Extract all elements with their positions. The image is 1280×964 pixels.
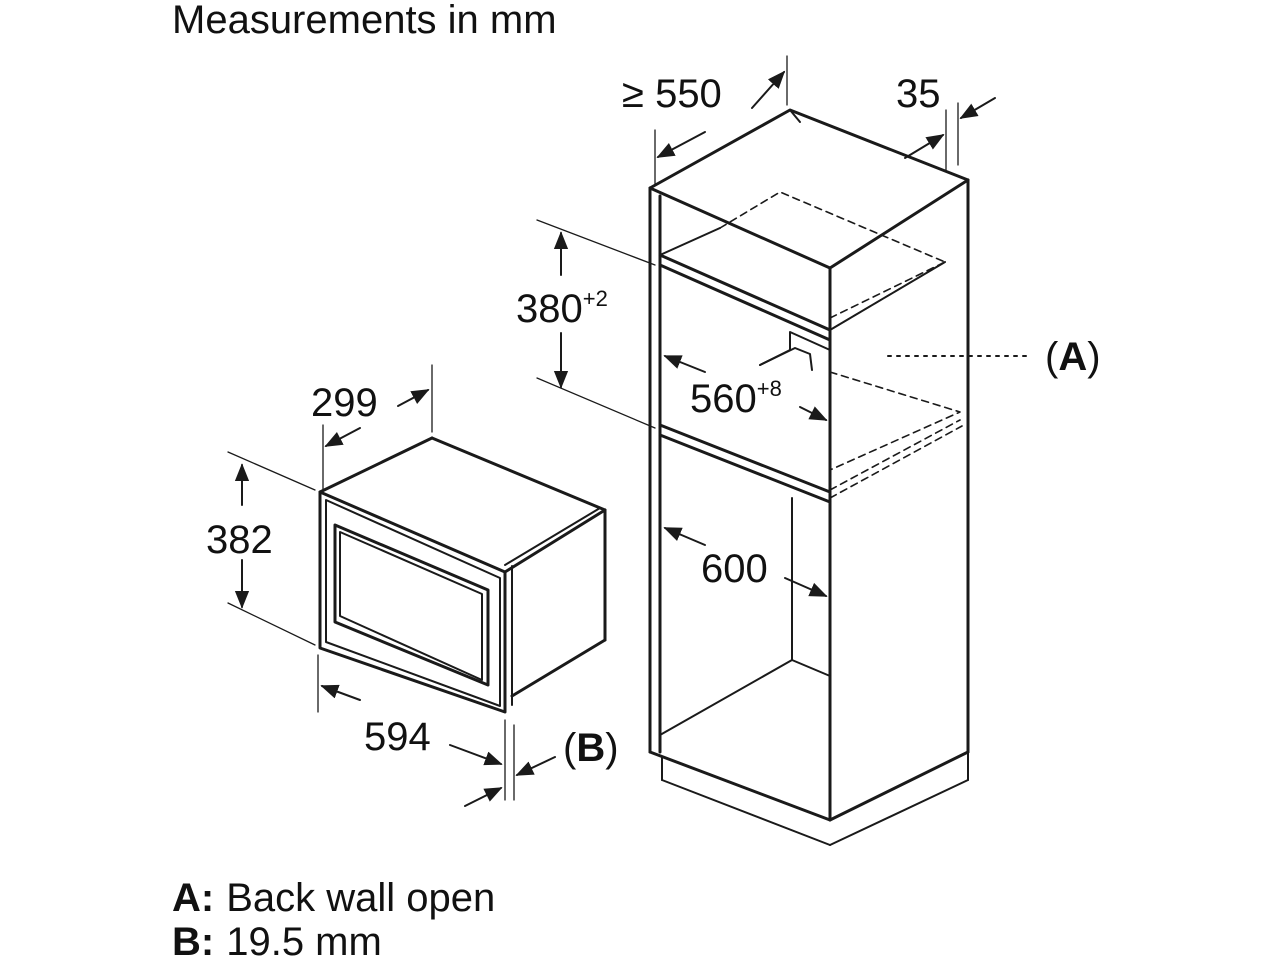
plinth-front: [661, 779, 831, 846]
label-niche-width: 560+8: [690, 376, 782, 421]
label-cabinet-depth: ≥ 550: [622, 72, 722, 116]
niche-width-tolerance: +8: [756, 376, 782, 401]
dim-appliance-width: [317, 654, 506, 801]
appliance: [318, 436, 607, 714]
niche-height-value: 380: [516, 287, 583, 331]
page-title: Measurements in mm: [172, 0, 557, 42]
cabinet-top-right-edge: [828, 178, 970, 270]
legend-a: A:Back wall open: [172, 878, 495, 918]
appliance-top-right: [503, 508, 607, 574]
appliance-top-back: [430, 436, 607, 512]
dim-top-gap: [904, 97, 996, 171]
dim-cabinet-depth: [654, 55, 788, 186]
appliance-top-left: [318, 436, 434, 494]
cabinet-top-left-edge: [648, 186, 832, 270]
dashed-open-mid2: [829, 261, 946, 319]
tag-a-letter: A: [1058, 335, 1088, 379]
upper-shelf-front-2: [658, 263, 832, 342]
label-appliance-depth: 299: [311, 381, 378, 425]
appliance-window-inner: [339, 531, 483, 681]
plinth-right: [829, 779, 969, 846]
legend-b-text: 19.5 mm: [226, 920, 382, 964]
middle-shelf-front: [658, 423, 832, 494]
lower-floor-right: [791, 659, 831, 677]
tag-a: (A): [1045, 335, 1101, 379]
tag-b: (B): [563, 726, 619, 770]
upper-shelf-back: [659, 227, 721, 256]
label-appliance-width: 594: [364, 715, 431, 759]
tag-b-letter: B: [576, 726, 606, 770]
label-appliance-height: 382: [206, 518, 273, 562]
niche-width-value: 560: [690, 377, 757, 421]
legend-b-key: B:: [172, 920, 215, 964]
label-niche-height: 380+2: [516, 286, 608, 331]
label-cabinet-inner-width: 600: [701, 547, 768, 591]
appliance-front: [318, 490, 507, 714]
dim-niche-width: [663, 355, 828, 421]
legend-b: B:19.5 mm: [172, 922, 382, 962]
label-top-gap: 35: [896, 72, 941, 116]
dim-b-offset: [464, 724, 556, 807]
appliance-front-inner: [325, 499, 501, 707]
lower-floor-back: [659, 659, 793, 736]
cabinet-bottom-front: [648, 750, 832, 822]
dim-appliance-depth: [322, 364, 433, 491]
cabinet-top-back: [789, 109, 801, 123]
niche-back-step-2: [759, 347, 813, 371]
dashed-open-low-1: [829, 419, 961, 491]
dim-niche-height: [536, 219, 656, 429]
niche-height-tolerance: +2: [582, 286, 608, 311]
legend-a-text: Back wall open: [226, 876, 496, 920]
appliance-window: [333, 523, 490, 687]
dim-cabinet-inner-width: [663, 527, 828, 597]
dashed-open-low-2: [829, 425, 963, 499]
legend-a-key: A:: [172, 876, 215, 920]
dashed-open-mid: [829, 371, 961, 471]
dim-appliance-height: [227, 451, 316, 646]
cabinet-bottom-right: [828, 750, 970, 822]
appliance-bottom-side: [510, 638, 607, 698]
appliance-top-inner: [504, 507, 601, 566]
dashed-open-top: [719, 191, 946, 331]
upper-shelf-front: [658, 253, 832, 332]
middle-shelf-front-2: [658, 433, 832, 504]
tall-cabinet: [648, 108, 970, 846]
